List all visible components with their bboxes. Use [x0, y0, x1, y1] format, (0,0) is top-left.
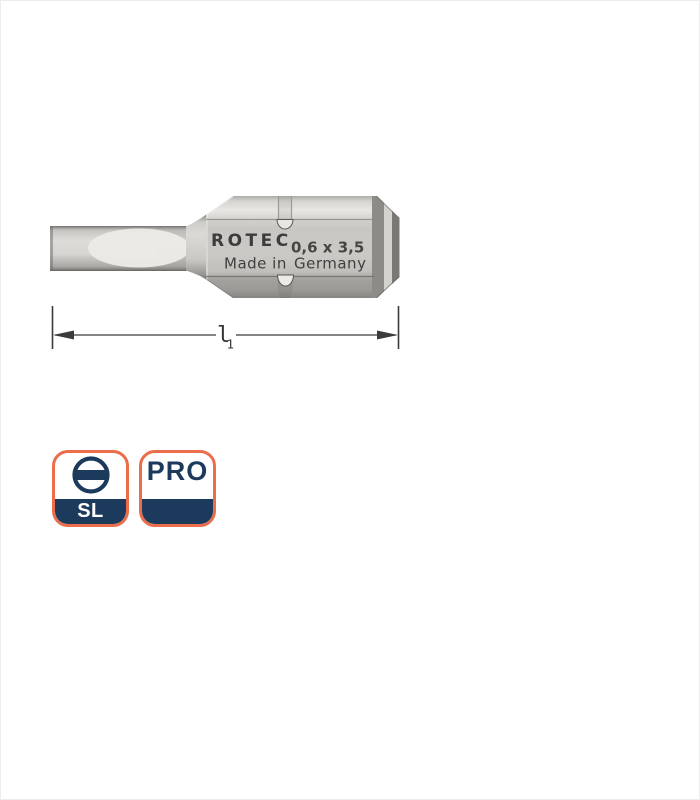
badge-pro-label: PRO	[146, 456, 209, 486]
dimension-label: l	[217, 323, 230, 348]
country-marking: Germany	[294, 255, 366, 273]
dimension-label-subscript: 1	[227, 337, 235, 352]
badge-pro-band	[142, 499, 213, 524]
badge-sl-icon-area	[55, 453, 126, 499]
badge-drive-type-sl: SL	[52, 450, 129, 527]
screwdriver-bit: ROTEC 0,6 x 3,5 Made in Germany l 1	[50, 196, 400, 352]
arrow-right-icon	[377, 330, 398, 340]
bit-cone	[186, 214, 206, 280]
brand-marking: ROTEC	[211, 231, 292, 251]
bit-hex-shaft: ROTEC 0,6 x 3,5 Made in Germany	[206, 196, 400, 298]
badge-sl-label: SL	[77, 500, 104, 522]
dimension-line: l 1	[51, 306, 400, 352]
badge-sl-band: SL	[55, 499, 126, 524]
bit-blade	[50, 226, 190, 271]
slotted-drive-icon	[71, 456, 110, 494]
arrow-left-icon	[53, 330, 74, 340]
size-marking: 0,6 x 3,5	[291, 239, 364, 257]
badge-series-pro: PRO	[139, 450, 216, 527]
badge-pro-text-area: PRO	[142, 453, 213, 499]
made-in-marking: Made in	[224, 255, 287, 273]
